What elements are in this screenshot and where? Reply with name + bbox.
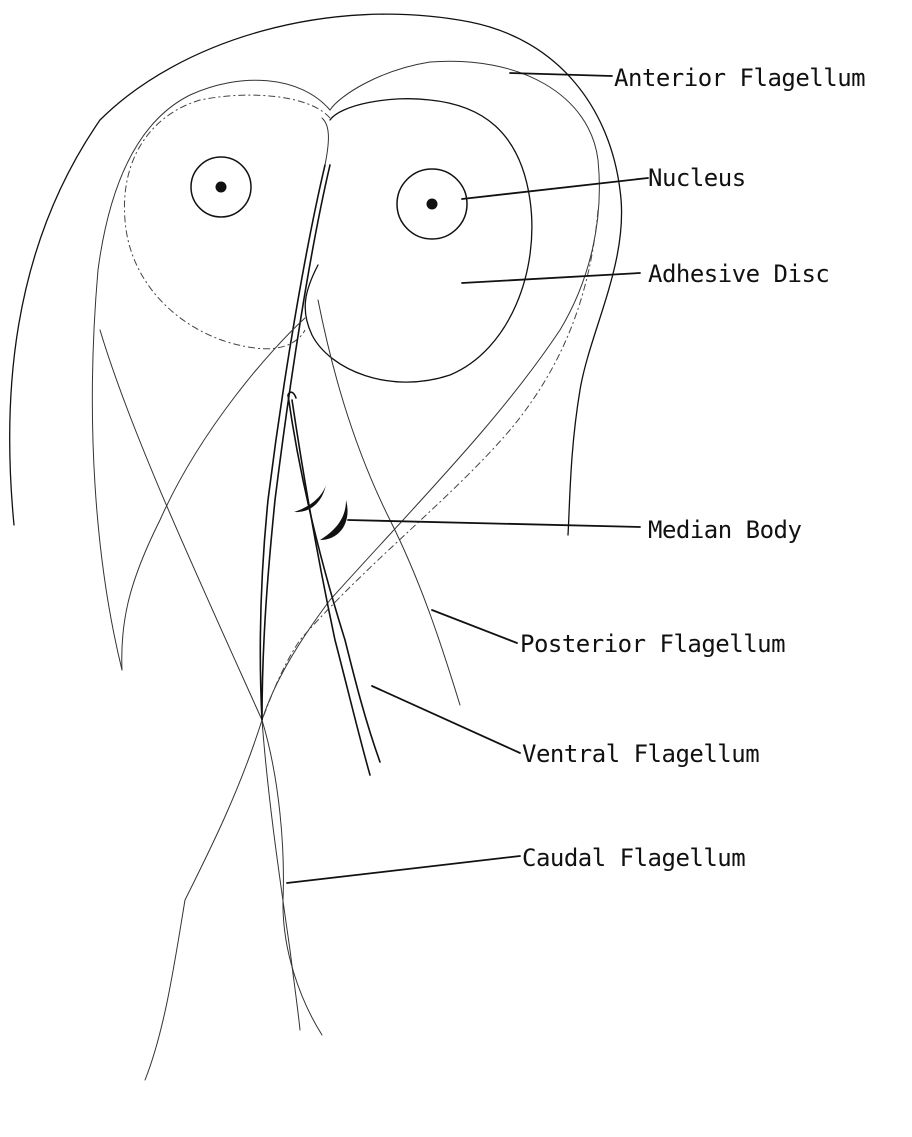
nucleolus-left [216, 182, 227, 193]
caudal-flagellum-1 [262, 720, 322, 1035]
posterior-flagellum-path [318, 300, 460, 705]
label-posterior-flagellum: Posterior Flagellum [520, 632, 785, 656]
ventral-flagellum-1 [288, 395, 380, 762]
adhesive-disc-left [124, 95, 330, 349]
posterior-flagellum-left [122, 318, 305, 670]
leader-ventral-flagellum [372, 686, 520, 753]
axostyle-top [322, 118, 328, 165]
label-adhesive-disc: Adhesive Disc [648, 262, 829, 286]
nucleus-right [397, 169, 467, 239]
median-body-lower [320, 500, 348, 540]
axostyle-right [260, 165, 325, 720]
label-ventral-flagellum: Ventral Flagellum [522, 742, 759, 766]
leader-adhesive-disc [462, 273, 640, 283]
cell-outline [10, 14, 622, 535]
inner-body-outline [92, 61, 599, 720]
adhesive-disc-right [305, 99, 532, 382]
nucleus-left [191, 157, 251, 217]
leader-posterior-flagellum [432, 610, 517, 643]
label-anterior-flagellum: Anterior Flagellum [614, 66, 865, 90]
label-caudal-flagellum: Caudal Flagellum [522, 846, 745, 870]
nucleolus-right [427, 199, 438, 210]
body-left-edge [100, 330, 262, 720]
caudal-flagellum-3 [262, 720, 300, 1030]
leader-caudal-flagellum [287, 856, 520, 883]
ventral-flagellum-2 [292, 400, 370, 775]
label-median-body: Median Body [648, 518, 801, 542]
caudal-flagellum-2 [145, 720, 262, 1080]
label-nucleus: Nucleus [648, 166, 746, 190]
